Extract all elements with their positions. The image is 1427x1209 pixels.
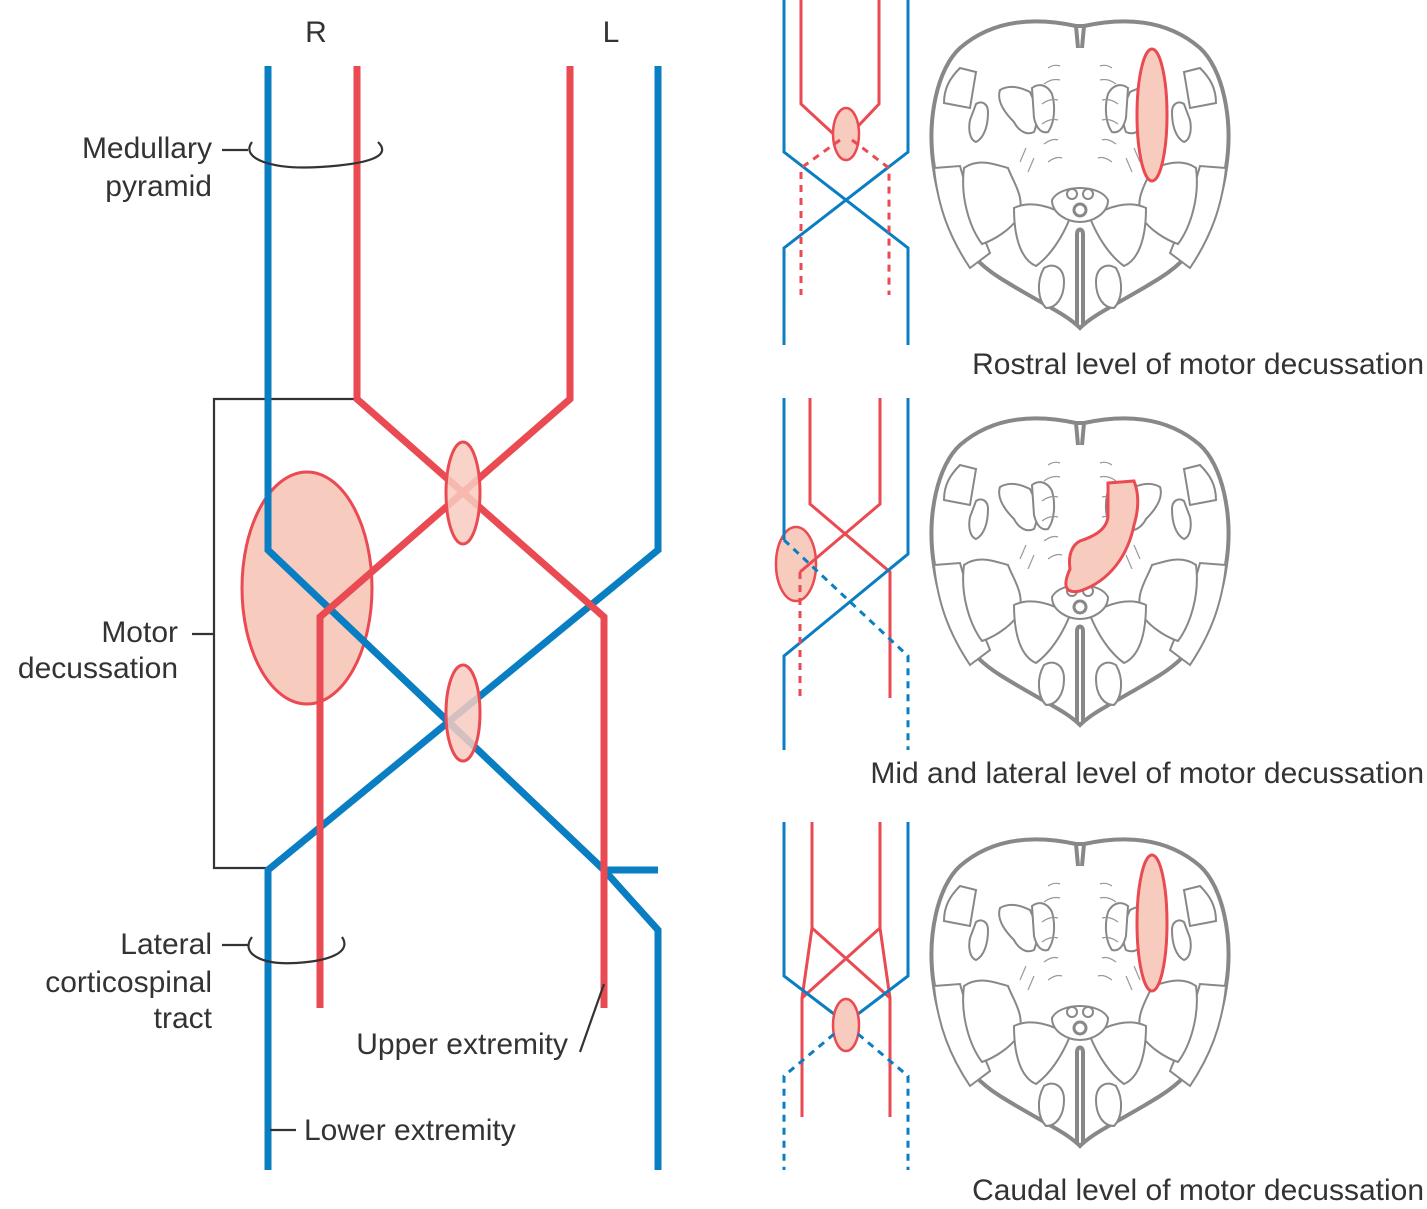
lateral-cst-label-line1: Lateral xyxy=(120,928,212,961)
lower-extremity-label: Lower extremity xyxy=(304,1114,516,1147)
upper-extremity-label: Upper extremity xyxy=(356,1028,568,1061)
motor-decussation-label-line2: decussation xyxy=(18,652,178,685)
rostral-highlight-zone xyxy=(1135,47,1169,183)
caudal-section xyxy=(929,837,1231,1148)
lateral-cst-label-line3: tract xyxy=(154,1002,213,1035)
main-schematic: R L Medullary pyramid Motor decussation … xyxy=(18,16,662,1170)
caudal-highlight-zone xyxy=(1135,853,1169,993)
rostral-section xyxy=(929,19,1231,331)
right-side-label: R xyxy=(305,16,327,49)
panel-rostral: Rostral level of motor decussation xyxy=(782,0,1424,381)
rostral-mini-schematic xyxy=(782,0,910,345)
motor-decussation-bracket xyxy=(192,397,357,870)
right-lower-extremity-tract xyxy=(265,547,662,1170)
motor-decussation-label-line1: Motor xyxy=(101,616,178,649)
panel-mid: Mid and lateral level of motor decussati… xyxy=(774,398,1424,790)
panel-caudal: Caudal level of motor decussation xyxy=(782,822,1424,1207)
medullary-pyramid-pointer xyxy=(222,141,384,169)
lateral-cst-label-line2: corticospinal xyxy=(45,966,212,999)
mid-highlight-zone xyxy=(1064,479,1140,594)
lateral-cst-pointer xyxy=(222,936,346,965)
lower-crossing-zone xyxy=(444,663,482,763)
left-side-label: L xyxy=(603,16,620,49)
caudal-mini-schematic xyxy=(782,822,910,1170)
mid-mini-schematic xyxy=(774,398,910,750)
mid-section xyxy=(929,416,1231,727)
medullary-pyramid-label-line1: Medullary xyxy=(82,132,212,165)
upper-crossing-zone xyxy=(444,440,482,546)
caudal-caption: Caudal level of motor decussation xyxy=(972,1174,1424,1207)
mid-caption: Mid and lateral level of motor decussati… xyxy=(870,757,1424,790)
upper-extremity-pointer xyxy=(578,983,606,1053)
rostral-caption: Rostral level of motor decussation xyxy=(972,348,1424,381)
medullary-pyramid-label-line2: pyramid xyxy=(105,170,212,203)
left-upper-extremity-fiber xyxy=(316,66,574,1008)
